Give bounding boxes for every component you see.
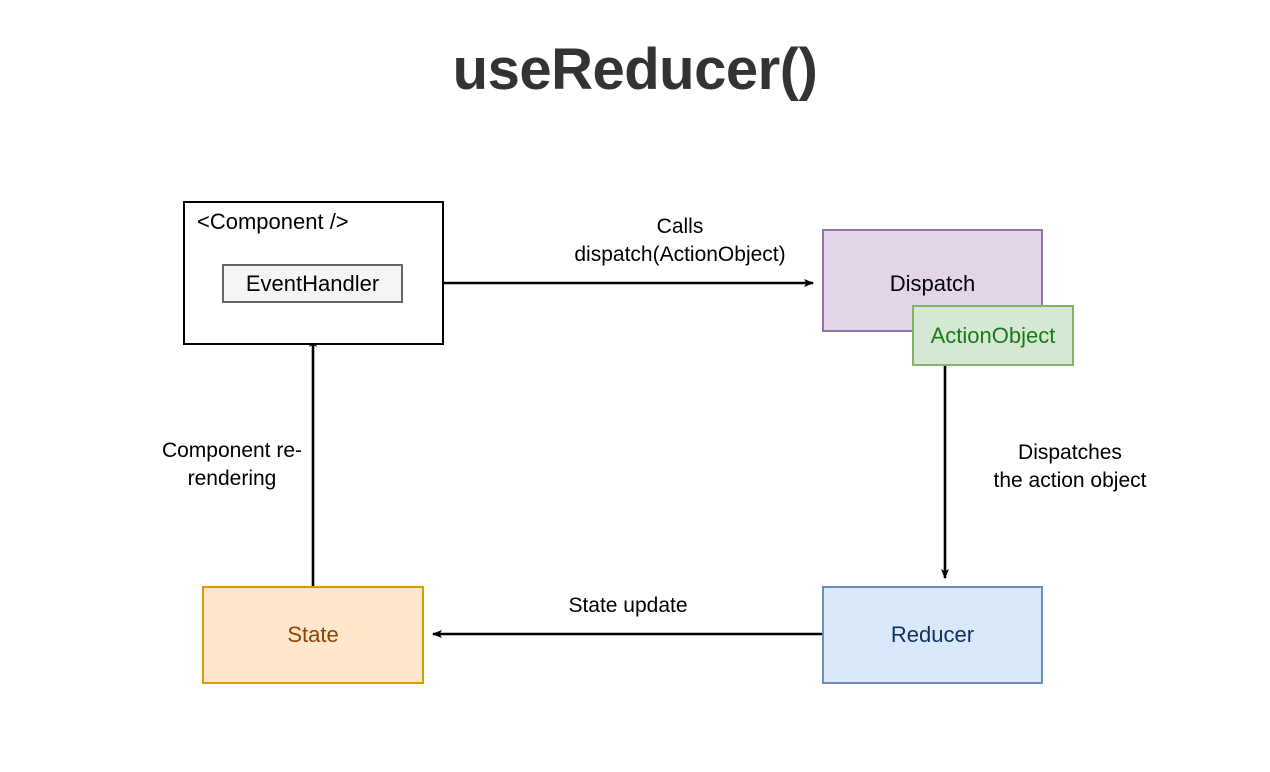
- node-reducer-label: Reducer: [890, 622, 975, 648]
- node-action-object-label: ActionObject: [930, 322, 1056, 348]
- edge-label-state-update: State update: [568, 594, 688, 617]
- node-dispatch-label: Dispatch: [889, 271, 976, 296]
- node-reducer[interactable]: Reducer: [822, 586, 1043, 684]
- node-event-handler[interactable]: EventHandler: [222, 264, 403, 303]
- node-state-label: State: [287, 622, 339, 648]
- node-event-handler-label: EventHandler: [245, 270, 380, 296]
- edge-label-calls-dispatch: Calls dispatch(ActionObject): [574, 215, 786, 267]
- node-component-label: <Component />: [197, 209, 349, 234]
- node-state[interactable]: State: [202, 586, 424, 684]
- edge-label-component-rerendering: Component re- rendering: [161, 439, 303, 491]
- node-action-object[interactable]: ActionObject: [912, 305, 1074, 366]
- page-title: useReducer(): [452, 37, 818, 102]
- edge-label-dispatches-action-object: Dispatches the action object: [993, 441, 1147, 493]
